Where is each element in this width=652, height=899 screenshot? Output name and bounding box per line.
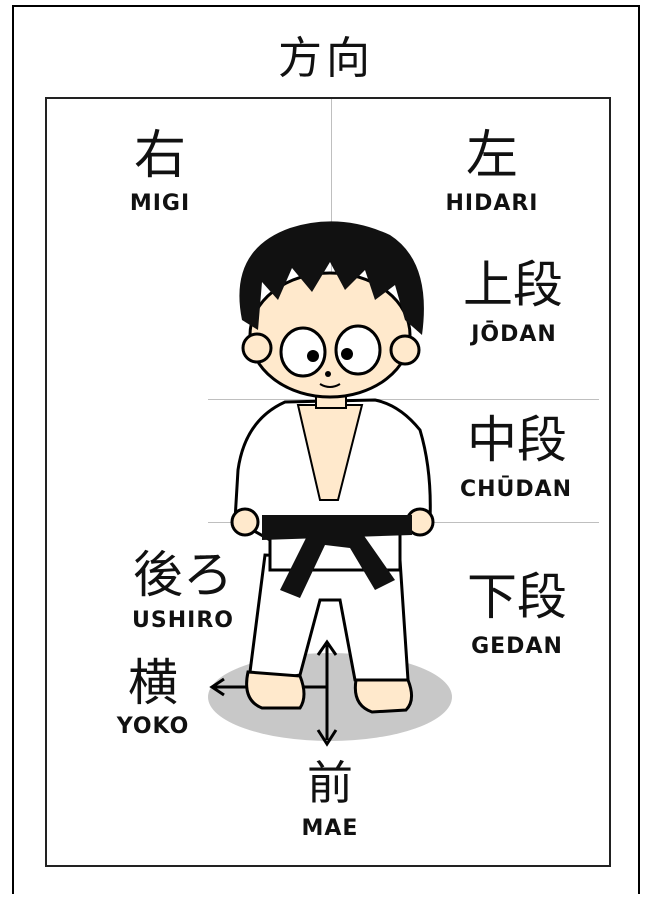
left-pupil xyxy=(307,350,319,362)
migi-kanji: 右 xyxy=(133,126,186,186)
migi-romaji: MIGI xyxy=(129,191,191,216)
chudan-romaji: CHŪDAN xyxy=(459,477,573,502)
yoko-kanji: 横 xyxy=(128,654,178,712)
left-eye xyxy=(279,326,327,378)
belt-knot-ends xyxy=(280,530,395,598)
black-belt xyxy=(262,515,412,540)
right-eye xyxy=(334,324,382,376)
left-hand xyxy=(230,507,260,537)
mae-romaji: MAE xyxy=(301,816,359,841)
hair xyxy=(239,221,424,335)
gedan-romaji: GEDAN xyxy=(471,634,563,659)
floor-shadow xyxy=(208,653,452,741)
left-foot xyxy=(245,670,306,710)
jodan-chudan-divider xyxy=(208,399,599,400)
yoko-romaji: YOKO xyxy=(116,714,190,739)
hidari-romaji: HIDARI xyxy=(445,191,539,216)
left-ear xyxy=(241,332,273,364)
mouth xyxy=(319,383,341,388)
chudan-kanji: 中段 xyxy=(467,411,567,469)
right-pupil xyxy=(341,348,353,360)
right-foot xyxy=(353,678,413,714)
right-ear xyxy=(389,334,421,366)
gedan-kanji: 下段 xyxy=(467,568,567,626)
ushiro-kanji: 後ろ xyxy=(133,546,233,604)
nose xyxy=(325,371,331,377)
jodan-kanji: 上段 xyxy=(463,256,563,314)
ushiro-romaji: USHIRO xyxy=(132,608,234,633)
hidari-kanji: 左 xyxy=(465,126,518,186)
page-title: 方向 xyxy=(278,33,374,84)
page-frame xyxy=(12,5,640,894)
jodan-romaji: JŌDAN xyxy=(471,322,557,347)
mae-kanji: 前 xyxy=(307,756,353,810)
